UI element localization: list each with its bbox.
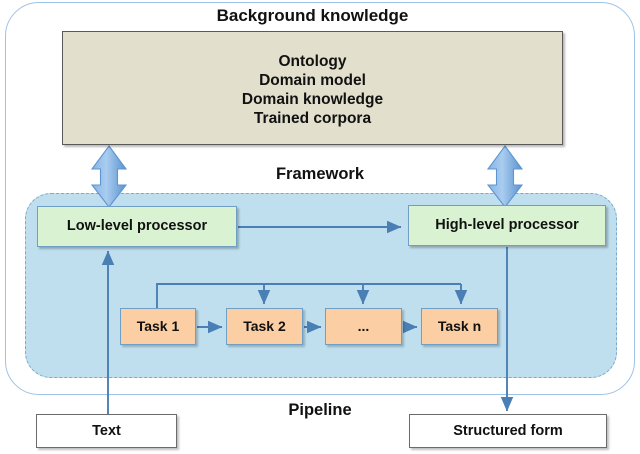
bidirectional-arrow-right bbox=[486, 145, 524, 208]
bk-item-domain-knowledge: Domain knowledge bbox=[241, 90, 384, 108]
bk-item-ontology: Ontology bbox=[278, 52, 347, 70]
background-knowledge-panel bbox=[62, 31, 563, 145]
bidirectional-arrow-left bbox=[90, 145, 128, 208]
framework-title: Framework bbox=[275, 165, 365, 184]
bk-item-trained-corpora: Trained corpora bbox=[253, 109, 372, 127]
feedback-bus bbox=[156, 283, 461, 308]
task-box-ellipsis[interactable]: ... bbox=[325, 308, 402, 345]
task-box-2[interactable]: Task 2 bbox=[226, 308, 303, 345]
task-box-1[interactable]: Task 1 bbox=[120, 308, 196, 345]
pipeline-title: Pipeline bbox=[288, 401, 352, 420]
input-text-box[interactable]: Text bbox=[36, 414, 177, 448]
background-knowledge-title: Background knowledge bbox=[216, 6, 409, 26]
background-knowledge-items: Ontology Domain model Domain knowledge T… bbox=[62, 36, 563, 144]
pipeline-container bbox=[5, 2, 635, 395]
task-box-n[interactable]: Task n bbox=[421, 308, 498, 345]
output-structured-form-box[interactable]: Structured form bbox=[409, 414, 607, 448]
low-level-processor[interactable]: Low-level processor bbox=[37, 206, 237, 247]
bk-item-domain-model: Domain model bbox=[259, 71, 366, 89]
high-level-processor[interactable]: High-level processor bbox=[408, 205, 606, 246]
